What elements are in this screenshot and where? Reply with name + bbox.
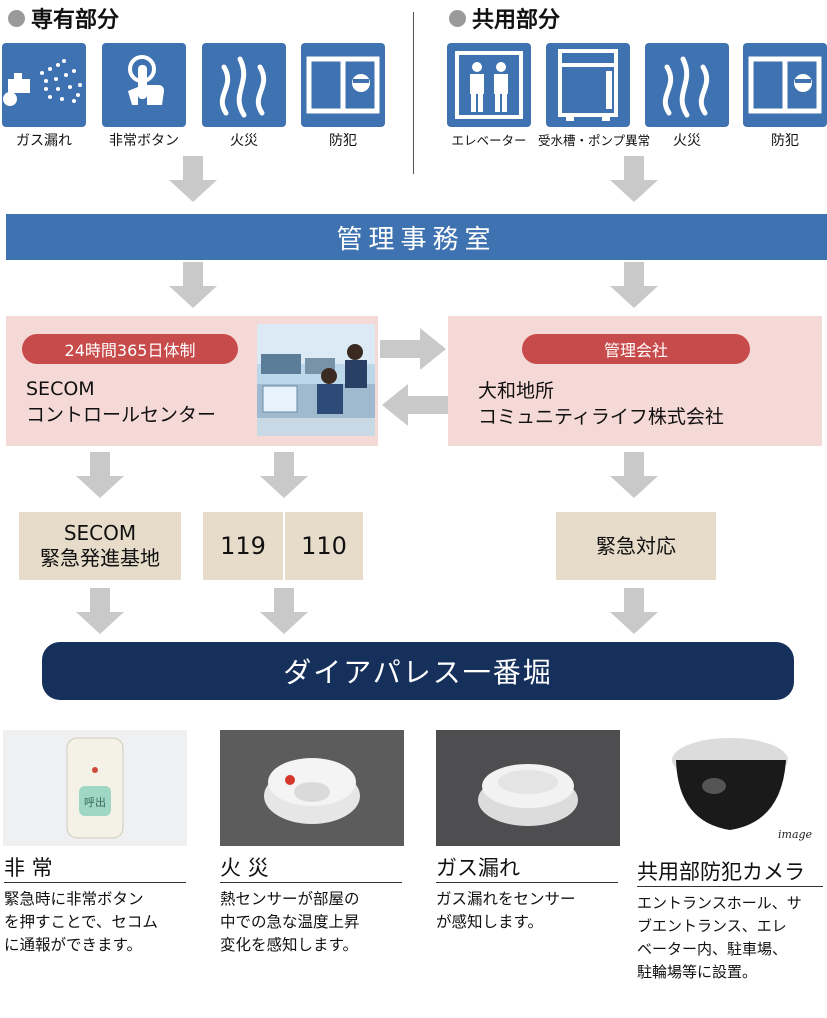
down-arrow — [76, 588, 124, 634]
feature-description: エントランスホール、サ ブエントランス、エレ ベーター内、駐車場、 駐輪場等に設… — [637, 894, 802, 981]
down-arrow — [610, 262, 658, 308]
management-office-bar: 管理事務室 — [6, 214, 827, 260]
call-button-label: 呼出 — [84, 795, 106, 809]
security-camera-photo: image — [654, 730, 820, 846]
heat-sensor-photo — [220, 730, 404, 846]
down-arrow — [169, 262, 217, 308]
private-item-label: ガス漏れ — [16, 133, 72, 149]
down-arrow — [260, 588, 308, 634]
feature-underline — [4, 882, 186, 883]
down-arrow — [610, 156, 658, 202]
feature-title: 火 災 — [220, 856, 269, 880]
secom-center-name: コントロールセンター — [26, 404, 217, 426]
dispatch-base-line: 緊急発進基地 — [40, 546, 160, 570]
destination-bar: ダイアパレス一番堀 — [42, 642, 794, 700]
gas-leak-icon — [2, 43, 86, 127]
image-caption: image — [778, 828, 813, 841]
control-center-photo — [257, 324, 375, 436]
common-item-label: 受水槽・ポンプ異常 — [538, 133, 651, 148]
common-item-label: 防犯 — [771, 133, 799, 149]
down-arrow — [169, 156, 217, 202]
feature-title: 非 常 — [4, 856, 53, 880]
feature-description: ガス漏れをセンサー が感知します。 — [436, 890, 576, 931]
private-item-label: 防犯 — [329, 133, 357, 149]
common-item-label: エレベーター — [451, 133, 527, 148]
section-divider — [413, 12, 414, 174]
feature-underline — [436, 882, 618, 883]
right-arrow — [380, 328, 446, 370]
elevator-icon — [447, 43, 531, 127]
fire-icon — [645, 43, 729, 127]
bullet-dot-icon — [8, 9, 25, 27]
down-arrow — [260, 452, 308, 498]
emergency-button-photo: 呼出 — [3, 730, 187, 846]
emergency-response-box: 緊急対応 — [556, 512, 716, 580]
company-full-name: コミュニティライフ株式会社 — [478, 406, 724, 428]
water-tank-icon — [546, 43, 630, 127]
common-item-label: 火災 — [673, 133, 701, 149]
private-item-label: 火災 — [230, 133, 258, 149]
left-arrow — [382, 384, 448, 426]
secom-dispatch-base-box: SECOM 緊急発進基地 — [19, 512, 181, 580]
secom-name: SECOM — [26, 378, 95, 400]
police-number-box: 110 — [285, 512, 363, 580]
company-name: 大和地所 — [478, 380, 555, 402]
feature-title: ガス漏れ — [436, 856, 520, 880]
crime-prevention-icon — [743, 43, 827, 127]
fire-icon — [202, 43, 286, 127]
down-arrow — [610, 588, 658, 634]
feature-description: 熱センサーが部屋の 中での急な温度上昇 変化を感知します。 — [220, 890, 360, 954]
feature-underline — [637, 886, 823, 887]
management-company-badge: 管理会社 — [522, 334, 750, 364]
crime-prevention-icon — [301, 43, 385, 127]
common-section-title: 共用部分 — [449, 2, 560, 34]
private-section-title: 専有部分 — [8, 2, 119, 34]
feature-underline — [220, 882, 402, 883]
gas-sensor-photo — [436, 730, 620, 846]
fire-dept-number-box: 119 — [203, 512, 283, 580]
down-arrow — [76, 452, 124, 498]
feature-description: 緊急時に非常ボタン を押すことで、セコム に通報ができます。 — [4, 890, 158, 954]
emergency-button-icon — [102, 43, 186, 127]
secom-base-line: SECOM — [63, 521, 137, 545]
private-item-label: 非常ボタン — [109, 133, 179, 149]
feature-title: 共用部防犯カメラ — [637, 860, 805, 884]
schedule-badge: 24時間365日体制 — [22, 334, 238, 364]
bullet-dot-icon — [449, 9, 466, 27]
down-arrow — [610, 452, 658, 498]
